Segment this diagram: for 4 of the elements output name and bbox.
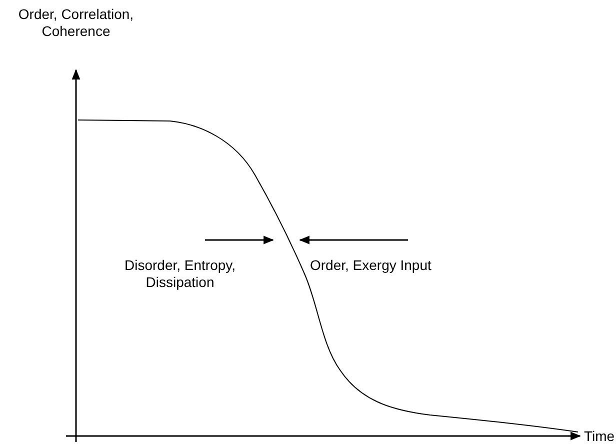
annotation-label: Disorder, Entropy, Dissipation xyxy=(123,257,236,291)
axis-label: Order, Correlation, Coherence xyxy=(17,6,135,40)
annotation-label: Order, Exergy Input xyxy=(310,257,432,274)
axis-label: Time xyxy=(584,428,616,445)
